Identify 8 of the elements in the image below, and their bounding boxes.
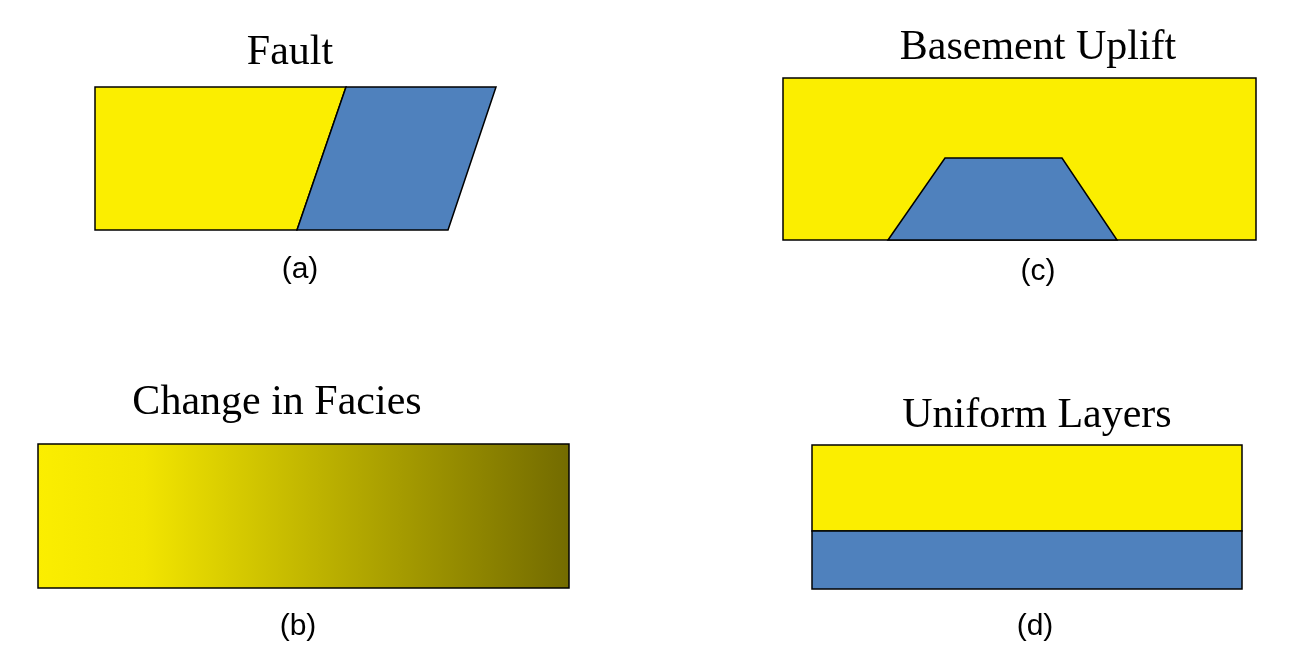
panel-label: (a) [281,253,319,283]
panel-title: Fault [246,29,334,71]
panel-title: Basement Uplift [899,24,1177,66]
panel-title: Change in Facies [132,379,422,421]
panel-title: Uniform Layers [902,392,1172,434]
panel-label: (d) [1016,610,1054,640]
panel-label: (b) [279,610,317,640]
panel-label: (c) [1020,255,1056,285]
